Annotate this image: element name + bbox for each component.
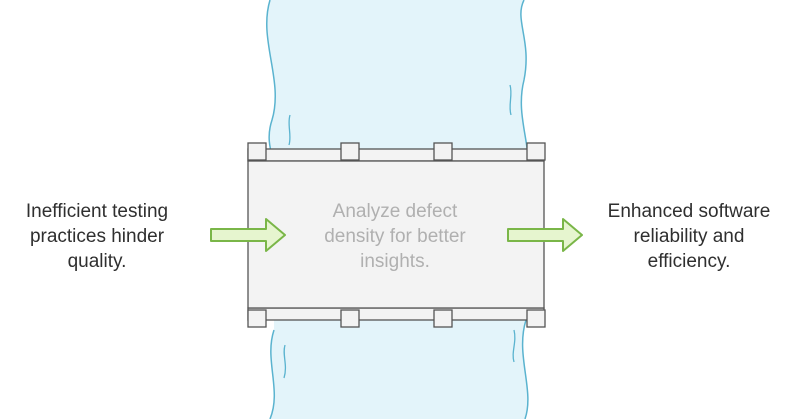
river-ripple <box>509 84 512 116</box>
bridge-post <box>526 142 546 161</box>
river-ripple <box>283 344 287 379</box>
bridge-post <box>247 142 267 161</box>
bridge-post <box>247 309 267 328</box>
bridge-post <box>526 309 546 328</box>
bridge-post <box>433 309 453 328</box>
input-label-line: quality. <box>67 251 127 272</box>
bridge-post <box>340 142 360 161</box>
output-label: Enhanced software reliability and effici… <box>592 199 786 274</box>
process-label-line: density for better <box>324 226 466 247</box>
output-arrow-icon <box>507 218 583 252</box>
input-label-line: practices hinder <box>29 226 165 247</box>
bridge-post <box>340 309 360 328</box>
bridge-post <box>433 142 453 161</box>
process-label: Analyze defect density for better insigh… <box>300 199 490 274</box>
input-arrow-icon <box>210 218 286 252</box>
bridge-top-deck <box>247 148 545 162</box>
process-label-line: insights. <box>360 251 430 272</box>
input-label-line: Inefficient testing <box>25 201 169 222</box>
output-label-line: reliability and <box>633 226 745 247</box>
process-label-line: Analyze defect <box>332 201 458 222</box>
river-ripple <box>288 114 291 146</box>
bridge-bottom-deck <box>247 307 545 321</box>
river-ripple <box>512 329 516 363</box>
process-box <box>247 160 545 309</box>
input-label: Inefficient testing practices hinder qua… <box>0 199 194 274</box>
output-label-line: efficiency. <box>647 251 731 272</box>
output-label-line: Enhanced software <box>607 201 771 222</box>
